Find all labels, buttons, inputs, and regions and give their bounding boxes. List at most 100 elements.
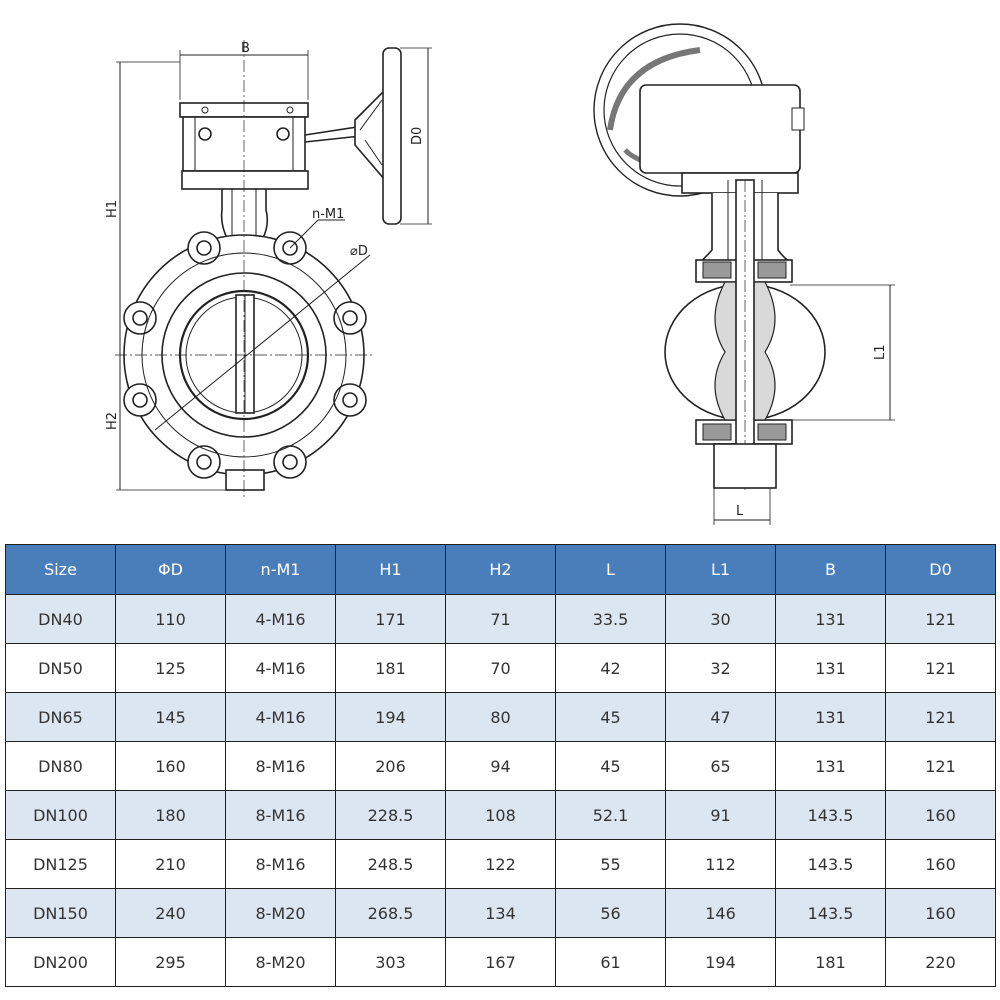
dim-label-l1: L1 bbox=[873, 344, 888, 360]
table-cell: 160 bbox=[885, 888, 996, 938]
header-n-m1: n-M1 bbox=[225, 544, 336, 595]
table-cell: 71 bbox=[445, 594, 556, 644]
table-cell: DN50 bbox=[5, 643, 116, 693]
table-cell: 295 bbox=[115, 937, 226, 987]
table-cell: 8-M16 bbox=[225, 839, 336, 889]
table-cell: 52.1 bbox=[555, 790, 666, 840]
table-row: DN80 160 8-M16 206 94 45 65 131 121 bbox=[5, 741, 996, 791]
table-cell: 240 bbox=[115, 888, 226, 938]
table-cell: 8-M20 bbox=[225, 888, 336, 938]
table-cell: 268.5 bbox=[335, 888, 446, 938]
table-cell: 228.5 bbox=[335, 790, 446, 840]
header-h2: H2 bbox=[445, 544, 556, 595]
table-cell: 110 bbox=[115, 594, 226, 644]
front-view-dimension-labels: B D0 H1 H2 n-M1 ⌀D bbox=[105, 41, 425, 430]
table-row: DN125 210 8-M16 248.5 122 55 112 143.5 1… bbox=[5, 839, 996, 889]
table-cell: 55 bbox=[555, 839, 666, 889]
header-l1: L1 bbox=[665, 544, 776, 595]
table-cell: 134 bbox=[445, 888, 556, 938]
bolt-holes bbox=[123, 231, 367, 479]
side-view bbox=[593, 23, 895, 525]
table-cell: 167 bbox=[445, 937, 556, 987]
header-size: Size bbox=[5, 544, 116, 595]
table-cell: 33.5 bbox=[555, 594, 666, 644]
header-b: B bbox=[775, 544, 886, 595]
table-cell: 181 bbox=[775, 937, 886, 987]
side-view-dimension-labels: L1 L bbox=[736, 344, 888, 519]
table-cell: 131 bbox=[775, 741, 886, 791]
valve-technical-drawing: B D0 H1 H2 n-M1 ⌀D bbox=[105, 23, 895, 525]
table-cell: 112 bbox=[665, 839, 776, 889]
dim-label-n-m1: n-M1 bbox=[312, 207, 344, 222]
table-row: DN40 110 4-M16 171 71 33.5 30 131 121 bbox=[5, 594, 996, 644]
header-l: L bbox=[555, 544, 666, 595]
table-cell: 121 bbox=[885, 594, 996, 644]
table-cell: 91 bbox=[665, 790, 776, 840]
table-cell: 131 bbox=[775, 643, 886, 693]
table-cell: 45 bbox=[555, 741, 666, 791]
table-cell: 160 bbox=[885, 839, 996, 889]
table-cell: DN80 bbox=[5, 741, 116, 791]
dim-label-phi-d: ⌀D bbox=[350, 244, 368, 259]
dim-label-h2: H2 bbox=[105, 412, 120, 430]
table-cell: 145 bbox=[115, 692, 226, 742]
table-cell: 171 bbox=[335, 594, 446, 644]
table-cell: 94 bbox=[445, 741, 556, 791]
table-cell: DN150 bbox=[5, 888, 116, 938]
table-cell: 108 bbox=[445, 790, 556, 840]
table-row: DN100 180 8-M16 228.5 108 52.1 91 143.5 … bbox=[5, 790, 996, 840]
table-cell: 131 bbox=[775, 594, 886, 644]
table-cell: 121 bbox=[885, 692, 996, 742]
table-cell: 122 bbox=[445, 839, 556, 889]
table-cell: DN200 bbox=[5, 937, 116, 987]
table-cell: 4-M16 bbox=[225, 692, 336, 742]
table-row: DN65 145 4-M16 194 80 45 47 131 121 bbox=[5, 692, 996, 742]
dim-label-h1: H1 bbox=[105, 200, 120, 218]
table-cell: 131 bbox=[775, 692, 886, 742]
table-cell: 8-M16 bbox=[225, 741, 336, 791]
table-cell: 30 bbox=[665, 594, 776, 644]
table-cell: 220 bbox=[885, 937, 996, 987]
table-cell: 180 bbox=[115, 790, 226, 840]
table-cell: 143.5 bbox=[775, 790, 886, 840]
table-cell: 4-M16 bbox=[225, 643, 336, 693]
table-cell: DN40 bbox=[5, 594, 116, 644]
specification-table: Size ΦD n-M1 H1 H2 L L1 B D0 DN40 110 4-… bbox=[5, 544, 996, 987]
table-cell: DN100 bbox=[5, 790, 116, 840]
table-cell: 4-M16 bbox=[225, 594, 336, 644]
table-cell: 160 bbox=[885, 790, 996, 840]
table-cell: DN65 bbox=[5, 692, 116, 742]
dim-label-b: B bbox=[241, 41, 250, 56]
table-cell: 42 bbox=[555, 643, 666, 693]
table-cell: 121 bbox=[885, 643, 996, 693]
table-cell: 80 bbox=[445, 692, 556, 742]
table-cell: 121 bbox=[885, 741, 996, 791]
table-header-row: Size ΦD n-M1 H1 H2 L L1 B D0 bbox=[5, 544, 996, 595]
table-cell: 160 bbox=[115, 741, 226, 791]
table-cell: 32 bbox=[665, 643, 776, 693]
dim-label-d0: D0 bbox=[410, 127, 425, 145]
table-cell: 194 bbox=[335, 692, 446, 742]
table-row: DN50 125 4-M16 181 70 42 32 131 121 bbox=[5, 643, 996, 693]
table-cell: 8-M16 bbox=[225, 790, 336, 840]
table-cell: 61 bbox=[555, 937, 666, 987]
table-cell: 143.5 bbox=[775, 839, 886, 889]
table-cell: 70 bbox=[445, 643, 556, 693]
table-cell: 206 bbox=[335, 741, 446, 791]
table-cell: 210 bbox=[115, 839, 226, 889]
table-cell: 47 bbox=[665, 692, 776, 742]
header-h1: H1 bbox=[335, 544, 446, 595]
table-cell: 56 bbox=[555, 888, 666, 938]
table-cell: 65 bbox=[665, 741, 776, 791]
dim-label-l: L bbox=[736, 504, 744, 519]
table-cell: 8-M20 bbox=[225, 937, 336, 987]
header-phi-d: ΦD bbox=[115, 544, 226, 595]
table-cell: 303 bbox=[335, 937, 446, 987]
front-view bbox=[115, 40, 432, 500]
table-cell: 143.5 bbox=[775, 888, 886, 938]
table-cell: 146 bbox=[665, 888, 776, 938]
table-row: DN200 295 8-M20 303 167 61 194 181 220 bbox=[5, 937, 996, 987]
table-cell: 194 bbox=[665, 937, 776, 987]
table-cell: 45 bbox=[555, 692, 666, 742]
table-cell: 181 bbox=[335, 643, 446, 693]
